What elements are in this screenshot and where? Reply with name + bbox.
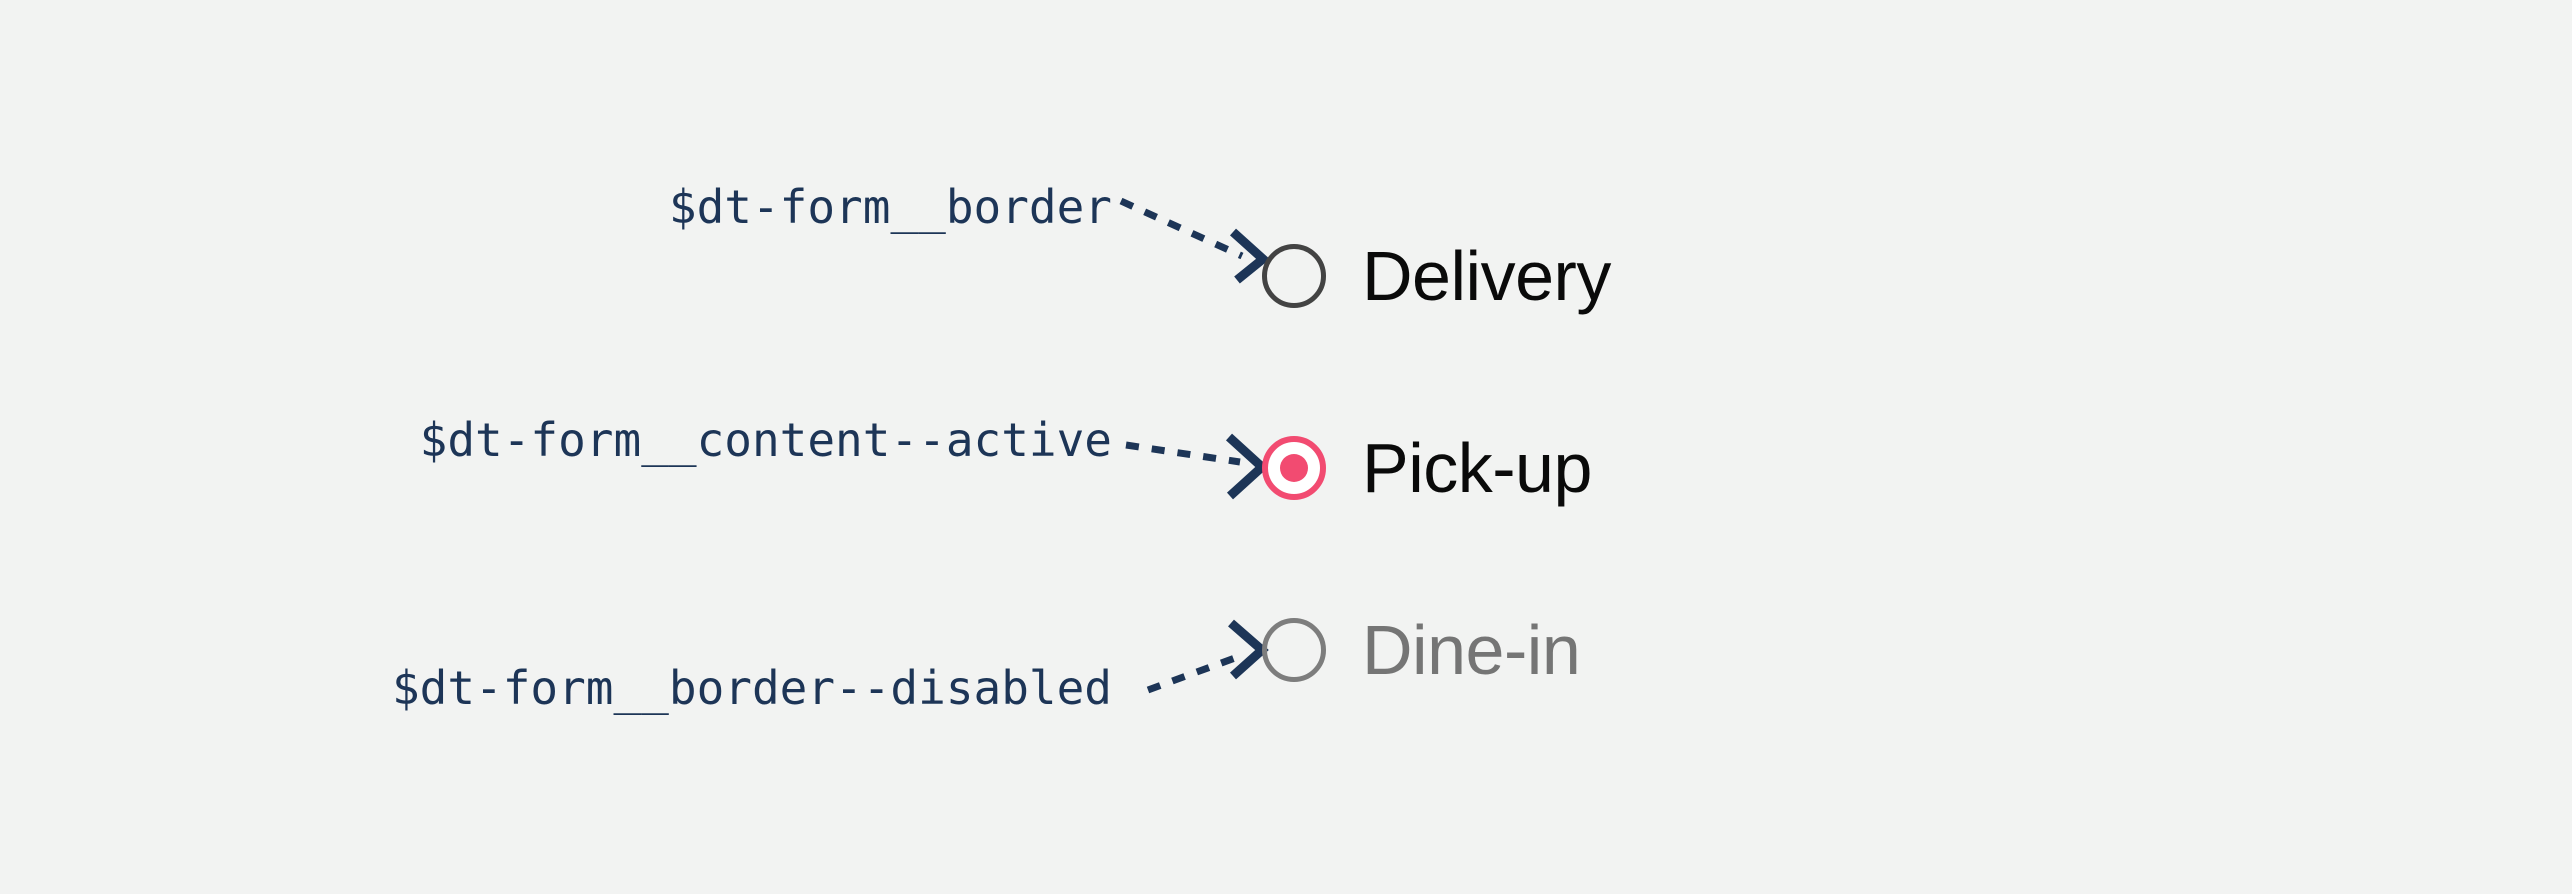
annotation-arrow-2 bbox=[1125, 433, 1269, 500]
radio-option-label: Pick-up bbox=[1362, 429, 1592, 507]
radio-option-pick-up[interactable]: Pick-up bbox=[1262, 433, 1592, 503]
annotation-arrow-1 bbox=[1119, 197, 1270, 284]
radio-button-icon-unselected[interactable] bbox=[1262, 244, 1326, 308]
radio-button-icon-disabled bbox=[1262, 618, 1326, 682]
radio-option-dine-in: Dine-in bbox=[1262, 611, 1581, 689]
token-label-border-disabled: $dt-form__border--disabled bbox=[391, 661, 1112, 715]
token-label-content-active: $dt-form__content--active bbox=[419, 413, 1112, 467]
radio-option-label: Delivery bbox=[1362, 237, 1611, 315]
radio-option-label: Dine-in bbox=[1362, 611, 1581, 689]
token-label-border: $dt-form__border bbox=[668, 180, 1112, 234]
radio-option-delivery[interactable]: Delivery bbox=[1262, 241, 1611, 311]
radio-dot bbox=[1280, 454, 1308, 482]
annotation-arrow-3 bbox=[1146, 619, 1269, 694]
radio-button-icon-selected[interactable] bbox=[1262, 436, 1326, 500]
